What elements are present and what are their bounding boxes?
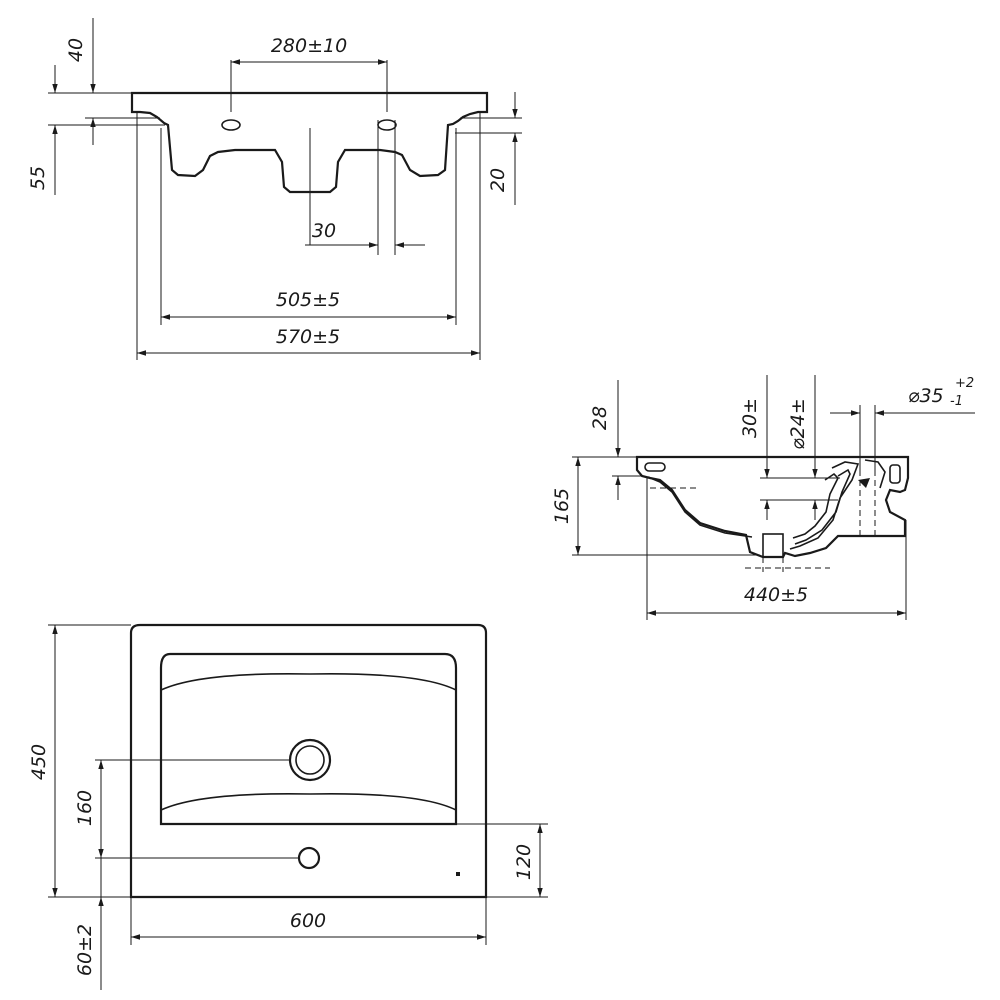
dim-30: 30± [739, 398, 761, 438]
basin-upper-curve [160, 673, 457, 691]
overflow-channel [789, 461, 860, 550]
dim-back-rim: 60±2 [74, 924, 96, 976]
dim-top-28: 28 [589, 406, 611, 430]
dim-rim-thickness: 40 [65, 38, 87, 62]
side-view: 28 165 30± ⌀24± ⌀35 +2 -1 440±5 [551, 375, 975, 620]
dim-outer-width: 570±5 [276, 326, 340, 348]
dim-tap-offset: 120 [513, 844, 535, 880]
tap-hole [297, 846, 321, 870]
dim-diameter-35: ⌀35 [908, 385, 944, 407]
mounting-hole-left [221, 119, 241, 131]
marker-dot [456, 872, 460, 876]
side-slot [889, 464, 901, 484]
dim-depth-right: 20 [487, 168, 509, 192]
plan-outline [129, 623, 488, 899]
side-view-outline [635, 455, 910, 559]
dim-inner-width: 505±5 [276, 289, 340, 311]
dim-side-depth: 440±5 [744, 584, 808, 606]
dim-offset: 30 [312, 220, 336, 242]
dim-hole-spacing: 280±10 [271, 35, 347, 57]
section-arrow [858, 478, 870, 488]
basin-lower-curve [160, 793, 457, 811]
dim-diameter-35-tol-up: +2 [955, 376, 974, 391]
bowl-inner-line [647, 476, 753, 538]
mounting-hole-right [377, 119, 397, 131]
dim-diameter-24: ⌀24± [787, 398, 809, 450]
dim-drain-offset: 160 [74, 790, 96, 826]
overflow-slot [644, 462, 666, 472]
dim-depth-left: 55 [27, 166, 49, 190]
dim-plan-width: 600 [290, 910, 326, 932]
dim-height: 165 [551, 488, 573, 524]
drain-pipe [762, 533, 784, 558]
plan-view: 450 160 120 600 60±2 [28, 623, 548, 990]
dim-diameter-35-tol-down: -1 [950, 394, 963, 409]
drain-inner [295, 745, 325, 775]
front-view-outline [130, 91, 489, 194]
dim-total-depth: 450 [28, 744, 50, 780]
front-view: 280±10 40 55 20 30 505±5 570±5 [27, 18, 522, 360]
